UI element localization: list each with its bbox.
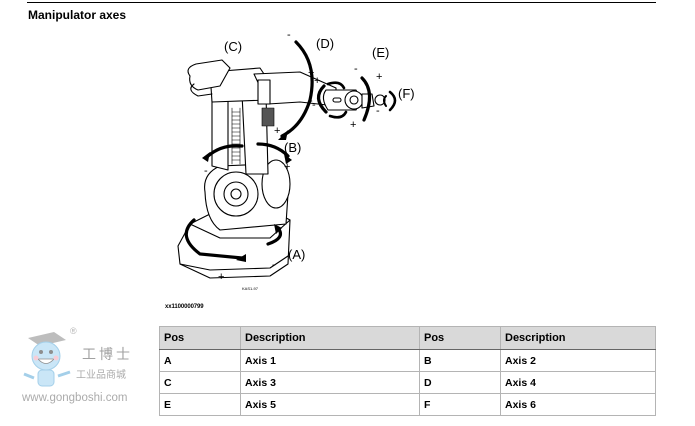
watermark-url: www.gongboshi.com [22,392,128,404]
cell-pos: F [419,393,501,416]
cell-description: Axis 2 [500,349,656,372]
sign-c-minus-bot: - [309,95,313,107]
top-rule [27,2,656,3]
arrow-axis-6 [388,90,397,112]
sign-a-plus: + [218,271,224,283]
cell-pos: A [159,349,241,372]
label-f: (F) [398,86,415,101]
sign-b-plus: + [284,161,290,173]
sign-e-plus: + [350,119,356,131]
watermark-brand: 工博士 [82,347,133,363]
cell-description: Axis 1 [240,349,420,372]
sign-a-minus: - [272,259,276,271]
arrow-axis-1-plus [184,218,244,260]
arrow-axis-5 [360,76,372,122]
sign-f-plus: + [376,71,382,83]
sign-c-plus-top: + [308,67,314,79]
figure-stamp: KAS1-97 [242,286,259,291]
mascot-icon [23,332,71,387]
table-row: A Axis 1 B Axis 2 [159,349,656,372]
sign-c-minus: - [287,29,291,41]
sign-b-minus: - [204,165,208,177]
sign-c-plus: + [274,125,280,137]
cell-description: Axis 4 [500,371,656,394]
table-header-row: Pos Description Pos Description [159,326,656,350]
cell-pos: E [159,393,241,416]
arrow-axis-2-minus [206,144,244,158]
header-pos-2: Pos [419,326,501,350]
cell-description: Axis 5 [240,393,420,416]
robot-lower-arm [211,93,229,171]
label-d: (D) [316,36,334,51]
header-description-2: Description [500,326,656,350]
registered-mark: ® [70,326,77,336]
arrow-axis-4 [316,84,328,114]
robot-axes-figure: (C) (D) (E) (F) (B) (A) - + - + + - - + … [177,29,415,291]
figure-id: xx1100000799 [165,304,204,310]
balancing-spring [231,107,241,165]
robot-lower-arm-2 [241,93,269,175]
arrow-axis-3 [280,40,314,138]
label-a: (A) [288,247,305,262]
sign-f-minus: - [376,105,380,117]
cell-pos: D [419,371,501,394]
axis2-gear [213,171,259,217]
sign-e-minus: - [354,63,358,75]
header-pos-1: Pos [159,326,241,350]
arrow-axis-2-plus [256,142,290,158]
cell-description: Axis 6 [500,393,656,416]
cell-pos: B [419,349,501,372]
watermark-subtitle: 工业品商城 [76,370,126,381]
header-description-1: Description [240,326,420,350]
sign-d-plus: + [314,75,320,87]
watermark: ® 工博士 工业品商城 www.gongboshi.com [4,326,154,420]
axes-table: Pos Description Pos Description A Axis 1… [159,326,656,416]
label-b: (B) [284,140,301,155]
label-e: (E) [372,45,389,60]
label-c: (C) [224,39,242,54]
section-title: Manipulator axes [28,8,127,22]
robot-base [177,211,291,279]
cell-description: Axis 3 [240,371,420,394]
cell-pos: C [159,371,241,394]
table-row: E Axis 5 F Axis 6 [159,393,656,416]
table-row: C Axis 3 D Axis 4 [159,371,656,394]
sign-d-minus: - [312,99,316,111]
